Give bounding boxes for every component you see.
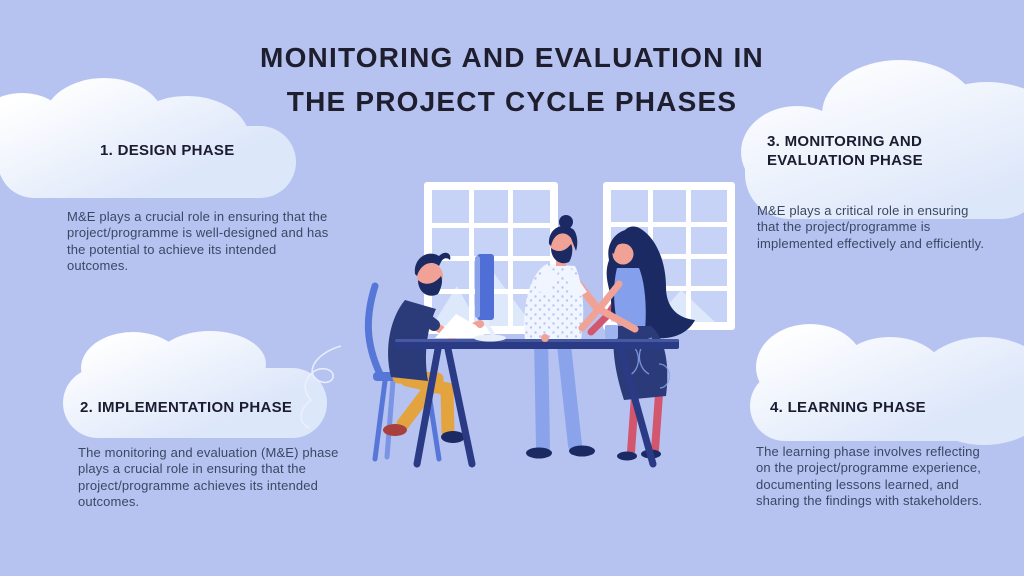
table	[395, 339, 679, 468]
phase-2-heading: 2. IMPLEMENTATION PHASE	[80, 399, 293, 416]
cloud-shape-implementation-phase	[63, 331, 327, 438]
phase-4-heading: 4. LEARNING PHASE	[770, 399, 926, 416]
cloud-shape-monitoring-phase	[741, 60, 1024, 219]
red-shoe	[383, 424, 407, 436]
cloud-shape-design-phase	[0, 78, 296, 198]
team-collaboration-illustration	[364, 182, 735, 468]
laptop	[435, 314, 486, 338]
title-line-2: THE PROJECT CYCLE PHASES	[286, 86, 738, 117]
phase-1-description: M&E plays a crucial role in ensuring tha…	[67, 209, 329, 274]
phase-3-monitoring-evaluation: 3. MONITORING AND EVALUATION PHASE M&E p…	[757, 132, 987, 252]
hair-bun	[559, 215, 573, 229]
phase-1-design: 1. DESIGN PHASE M&E plays a crucial role…	[67, 141, 333, 275]
pointing-hand	[593, 304, 639, 333]
phase-4-learning: 4. LEARNING PHASE The learning phase inv…	[756, 398, 984, 510]
squiggle-decoration	[300, 345, 342, 429]
page-title: MONITORING AND EVALUATION IN THE PROJECT…	[0, 36, 1024, 124]
hand-on-table	[541, 334, 549, 342]
phase-3-description: M&E plays a critical role in ensuring th…	[757, 203, 985, 251]
phase-4-description: The learning phase involves reflecting o…	[756, 444, 983, 509]
title-line-1: MONITORING AND EVALUATION IN	[260, 42, 764, 73]
phase-2-description: The monitoring and evaluation (M&E) phas…	[78, 445, 339, 510]
cloud-shape-learning-phase	[750, 324, 1024, 445]
cup	[605, 325, 618, 339]
phase-3-heading: 3. MONITORING AND EVALUATION PHASE	[767, 133, 923, 169]
phase-2-implementation: 2. IMPLEMENTATION PHASE The monitoring a…	[78, 398, 340, 511]
person-standing-man	[524, 215, 601, 459]
dark-shoe	[441, 431, 465, 443]
typing-hand	[476, 320, 484, 328]
phase-1-heading: 1. DESIGN PHASE	[100, 142, 235, 159]
monitor	[474, 254, 506, 342]
